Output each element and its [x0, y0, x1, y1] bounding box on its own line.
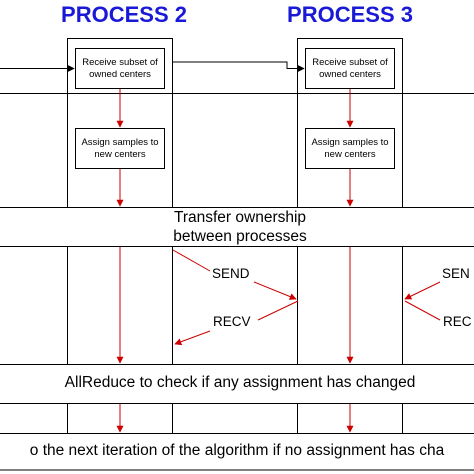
- p3-receive-box: [305, 48, 395, 89]
- p2-assign-box: [75, 128, 165, 169]
- recv-label: RECV: [213, 314, 251, 329]
- flow-arrows: [116, 89, 354, 433]
- send-label: SEND: [212, 266, 250, 281]
- recv-arrow-head: [174, 330, 211, 346]
- send-arrow-segment: [172, 249, 211, 272]
- column-borders: [67, 38, 403, 433]
- message-arrows: [172, 249, 441, 346]
- p3-assign-box: [305, 128, 395, 169]
- send-right-arrow: [404, 281, 441, 300]
- band-borders: [0, 93, 474, 471]
- process-3-header: PROCESS 3: [287, 2, 413, 27]
- recv-right-label: REC: [443, 314, 472, 329]
- send-arrow-head: [253, 281, 297, 300]
- p2-receive-box: [75, 48, 165, 89]
- next-iteration-band-text: o the next iteration of the algorithm if…: [29, 442, 445, 459]
- recv-right-arrow: [404, 300, 441, 321]
- p3-incoming-arrow: [172, 61, 305, 72]
- incoming-connectors: [0, 61, 305, 72]
- allreduce-band-text: AllReduce to check if any assignment has…: [64, 374, 416, 391]
- send-right-label: SEN: [442, 266, 470, 281]
- process-2-header: PROCESS 2: [61, 2, 187, 27]
- process-boxes: [75, 48, 395, 169]
- recv-arrow-segment: [257, 300, 299, 321]
